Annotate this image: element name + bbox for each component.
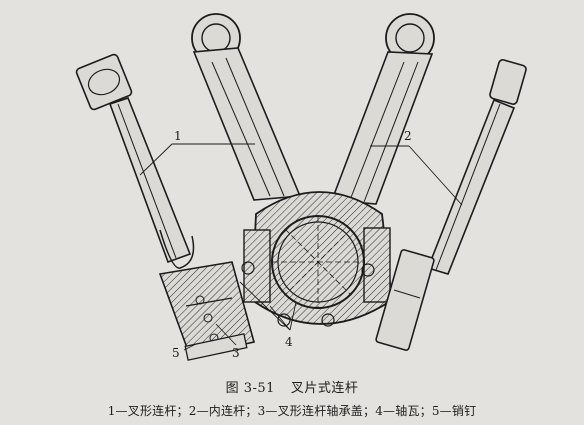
callout-label-3: 3 [232, 346, 240, 360]
figure-caption: 图 3-51 叉片式连杆 [0, 377, 584, 396]
callout-4: 4 [239, 281, 297, 349]
callout-label-5: 5 [172, 346, 180, 360]
figure-title: 叉片式连杆 [290, 381, 359, 396]
callout-label-4: 4 [285, 335, 293, 349]
callout-2: 2 [370, 129, 463, 206]
inner-rod-right [375, 59, 527, 351]
fork-rod-center [191, 13, 302, 201]
callout-1: 1 [139, 129, 255, 176]
figure-number: 图 3-51 [225, 381, 275, 396]
callout-5: 5 [172, 343, 197, 360]
inner-rod-center [330, 13, 435, 205]
callout-label-1: 1 [174, 129, 182, 143]
callout-label-2: 2 [404, 129, 412, 143]
callout-3: 3 [215, 323, 240, 360]
figure-legend: 1—叉形连杆；2—内连杆；3—叉形连杆轴承盖；4—轴瓦；5—销钉 [107, 404, 477, 418]
